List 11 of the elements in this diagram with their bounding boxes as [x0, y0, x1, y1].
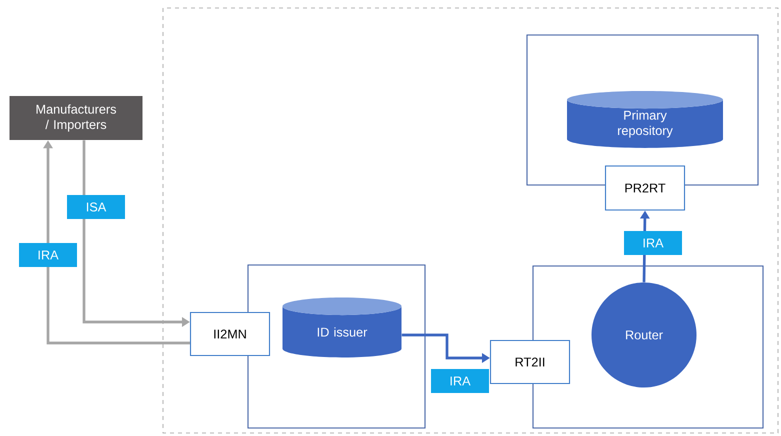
actor-box: Manufacturers / Importers: [10, 96, 142, 140]
edge-label: IRA: [431, 369, 489, 393]
edge-label: ISA: [67, 195, 125, 219]
database-cylinder: ID issuer: [282, 297, 402, 358]
container-box: [247, 264, 426, 429]
interface-box: PR2RT: [604, 165, 686, 211]
interface-box: RT2II: [490, 340, 570, 384]
edge-label: IRA: [624, 231, 682, 255]
edge-label: IRA: [19, 243, 77, 267]
interface-box: II2MN: [190, 312, 270, 356]
database-cylinder: Primary repository: [567, 90, 723, 148]
